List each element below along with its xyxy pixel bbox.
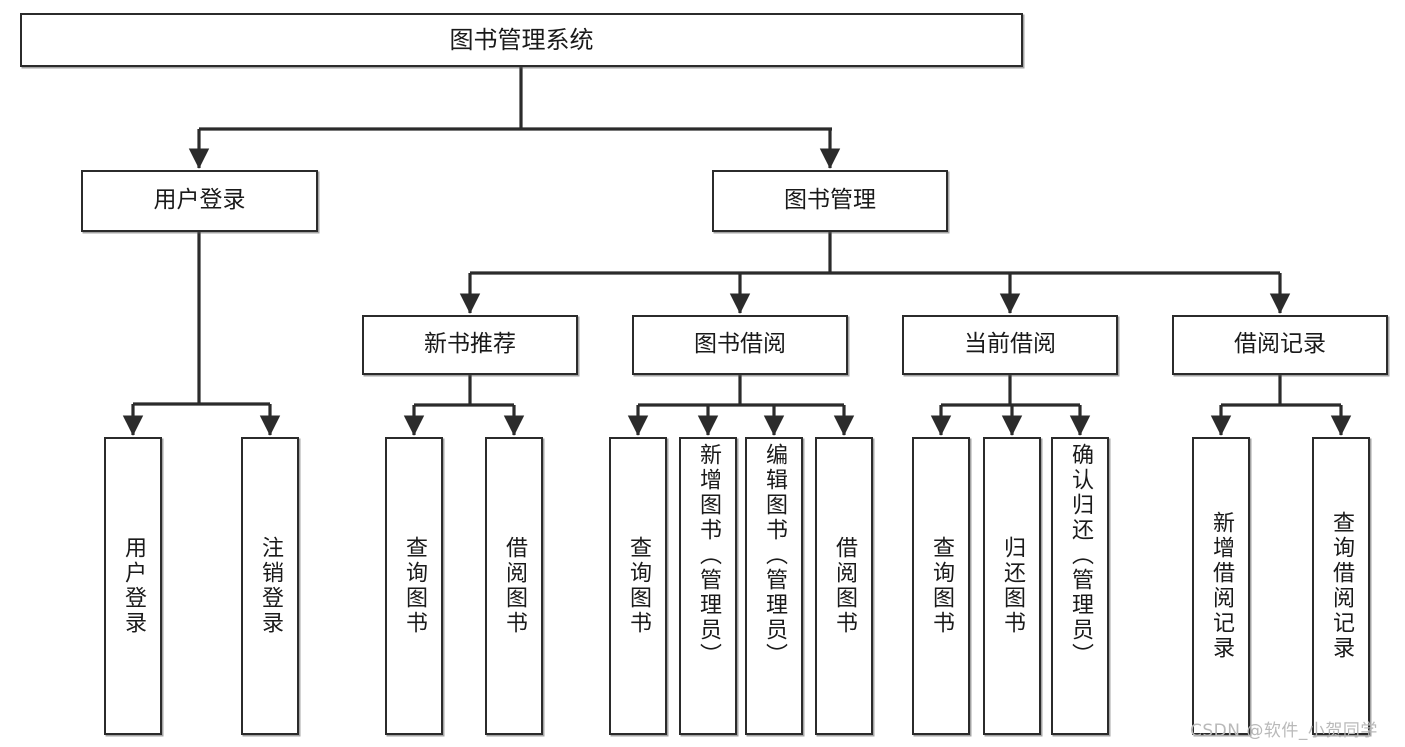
node-label: 用户登录 [153, 187, 246, 214]
node-label: 查询图书 [929, 536, 954, 636]
node-root-system[interactable]: 图书管理系统 [20, 13, 1023, 67]
leaf-add-book-admin[interactable]: 新增图书（管理员） [679, 437, 737, 735]
node-current-borrow[interactable]: 当前借阅 [902, 315, 1118, 375]
csdn-watermark: CSDN @软件_小贺同学 [1190, 721, 1378, 741]
leaf-borrow-book-recommend[interactable]: 借阅图书 [485, 437, 543, 735]
node-label: 新增图书（管理员） [696, 443, 721, 668]
node-label: 图书管理 [784, 187, 876, 214]
node-label: 新书推荐 [424, 331, 516, 358]
node-label: 归还图书 [1000, 536, 1025, 636]
leaf-confirm-return-admin[interactable]: 确认归还（管理员） [1051, 437, 1109, 735]
node-label: 当前借阅 [964, 331, 1056, 358]
node-new-book-recommend[interactable]: 新书推荐 [362, 315, 578, 375]
node-label: 借阅记录 [1234, 331, 1326, 358]
node-label: 编辑图书（管理员） [762, 443, 787, 668]
leaf-user-login[interactable]: 用户登录 [104, 437, 162, 735]
leaf-borrow-book[interactable]: 借阅图书 [815, 437, 873, 735]
leaf-add-borrow-record[interactable]: 新增借阅记录 [1192, 437, 1250, 735]
node-book-borrow[interactable]: 图书借阅 [632, 315, 848, 375]
node-label: 用户登录 [121, 536, 146, 636]
leaf-edit-book-admin[interactable]: 编辑图书（管理员） [745, 437, 803, 735]
leaf-query-borrow-record[interactable]: 查询借阅记录 [1312, 437, 1370, 735]
node-label: 查询图书 [402, 536, 427, 636]
node-label: 查询借阅记录 [1329, 511, 1354, 661]
leaf-return-book[interactable]: 归还图书 [983, 437, 1041, 735]
leaf-query-book-borrow[interactable]: 查询图书 [609, 437, 667, 735]
node-label: 新增借阅记录 [1209, 511, 1234, 661]
node-label: 借阅图书 [502, 536, 527, 636]
node-label: 确认归还（管理员） [1068, 443, 1093, 668]
node-label: 图书借阅 [694, 331, 786, 358]
node-label: 图书管理系统 [449, 25, 594, 54]
leaf-query-book-recommend[interactable]: 查询图书 [385, 437, 443, 735]
node-borrow-record[interactable]: 借阅记录 [1172, 315, 1388, 375]
node-label: 查询图书 [626, 536, 651, 636]
node-label: 注销登录 [258, 536, 283, 636]
node-book-management[interactable]: 图书管理 [712, 170, 948, 232]
node-user-login[interactable]: 用户登录 [81, 170, 318, 232]
leaf-user-logout[interactable]: 注销登录 [241, 437, 299, 735]
node-label: 借阅图书 [832, 536, 857, 636]
leaf-query-book-current[interactable]: 查询图书 [912, 437, 970, 735]
